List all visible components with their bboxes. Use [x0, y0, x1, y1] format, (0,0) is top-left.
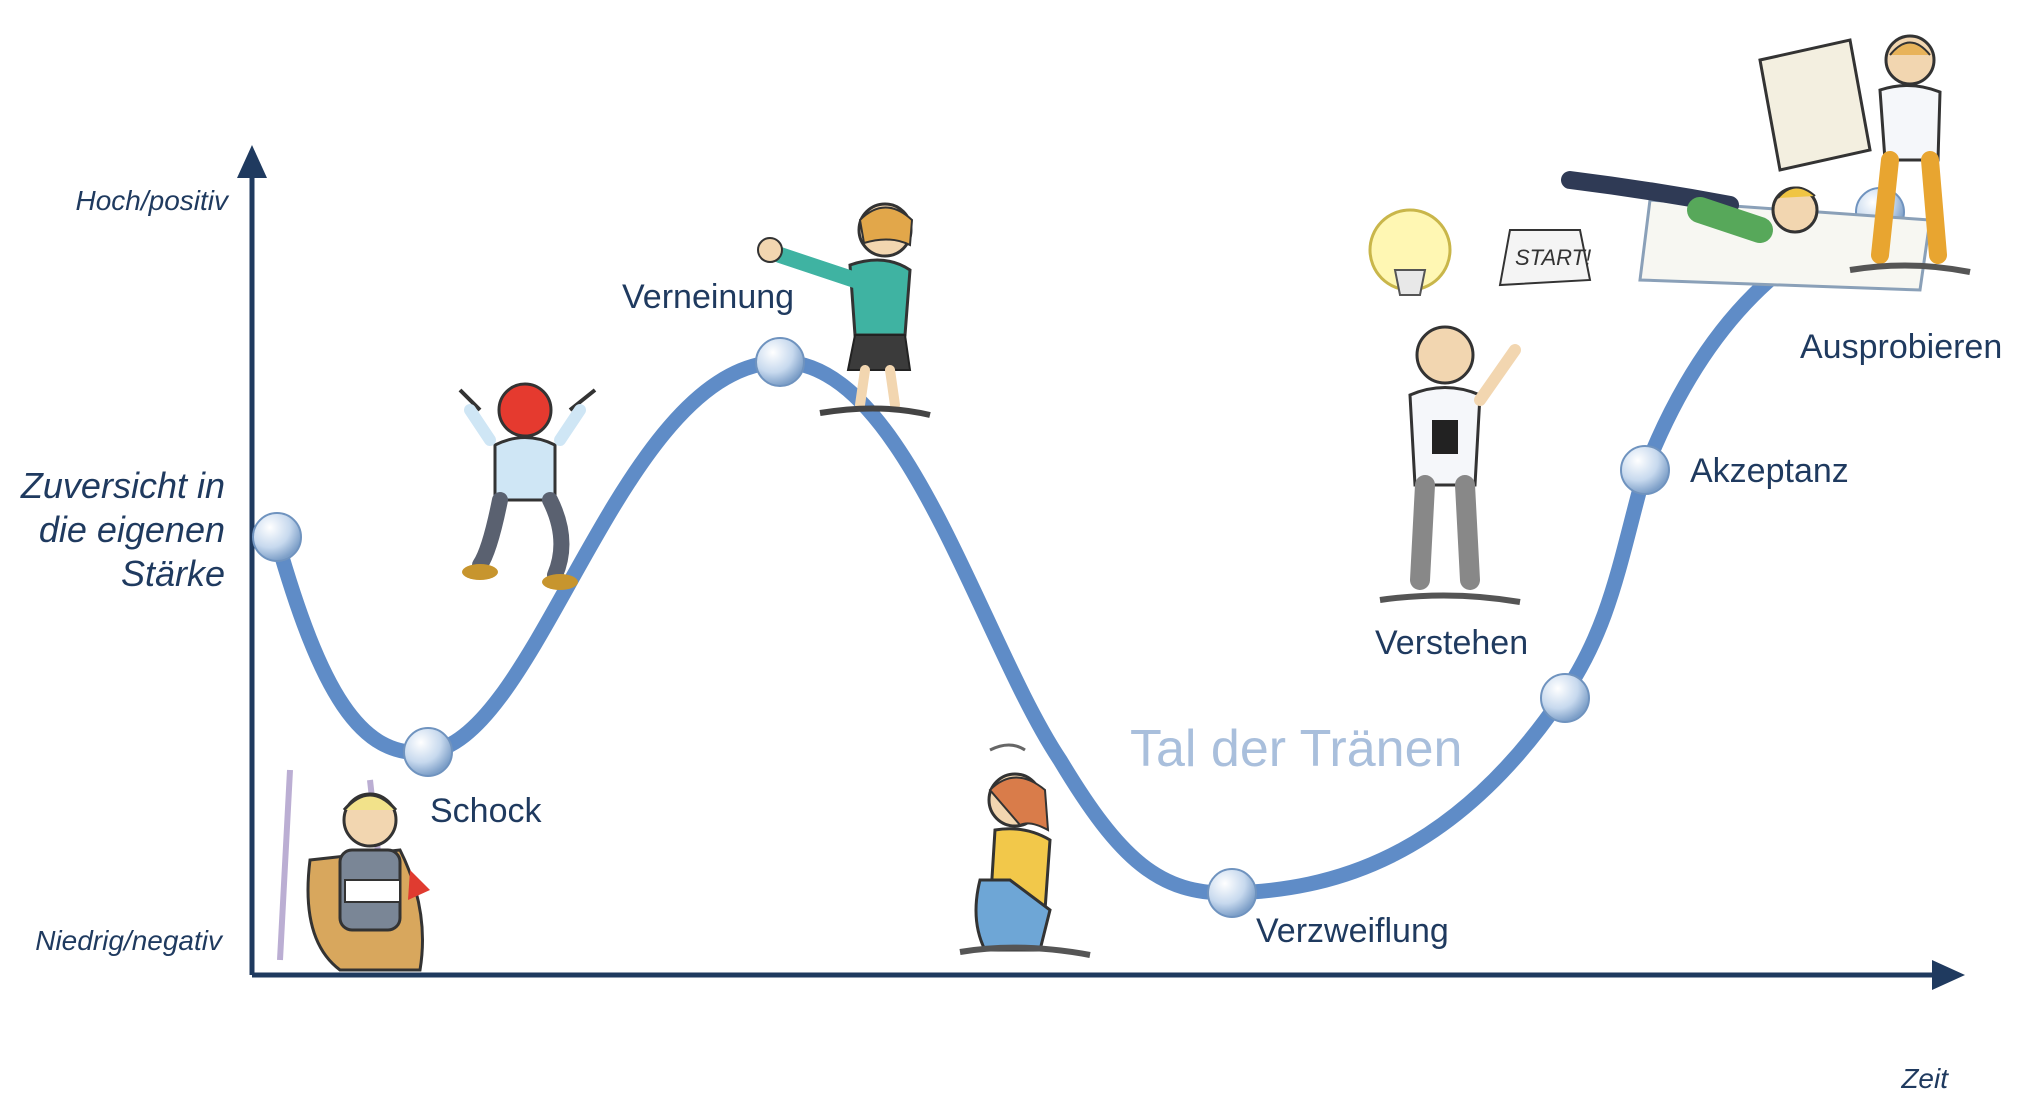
y-title-line-2: die eigenen — [39, 509, 225, 550]
stage-label-ausprobieren: Ausprobieren — [1800, 328, 2002, 366]
akzeptanz-marker — [1620, 445, 1670, 495]
shocked-woman-icon — [277, 769, 430, 972]
y-low-label: Niedrig/negativ — [35, 925, 224, 956]
y-title-line-3: Stärke — [121, 553, 225, 594]
schock-marker — [403, 727, 453, 777]
stage-label-verzweiflung: Verzweiflung — [1256, 912, 1449, 950]
axes — [237, 145, 1965, 990]
x-axis-label: Zeit — [1900, 1063, 1949, 1094]
map-man-icon — [1758, 34, 1971, 275]
start-marker — [252, 512, 302, 562]
despairing-girl-icon — [959, 743, 1091, 958]
denying-woman-icon — [757, 202, 931, 418]
stage-label-akzeptanz: Akzeptanz — [1690, 452, 1849, 490]
x-axis-arrow-icon — [1932, 960, 1965, 990]
stage-label-verneinung: Verneinung — [622, 278, 794, 316]
change-curve — [269, 207, 1888, 901]
lightbulb-man-icon: START! — [1368, 208, 1592, 605]
verstehen-marker — [1540, 673, 1590, 723]
start-sign-text: START! — [1515, 245, 1591, 270]
verneinung-marker — [755, 337, 805, 387]
valley-label: Tal der Tränen — [1130, 720, 1462, 778]
y-title-line-1: Zuversicht in — [20, 465, 225, 506]
stage-label-schock: Schock — [430, 792, 542, 830]
y-high-label: Hoch/positiv — [75, 185, 230, 216]
angry-jumping-man-icon — [458, 382, 597, 590]
y-axis-arrow-icon — [237, 145, 267, 178]
stage-label-verstehen: Verstehen — [1375, 624, 1528, 662]
verzweiflung-marker — [1207, 868, 1257, 918]
